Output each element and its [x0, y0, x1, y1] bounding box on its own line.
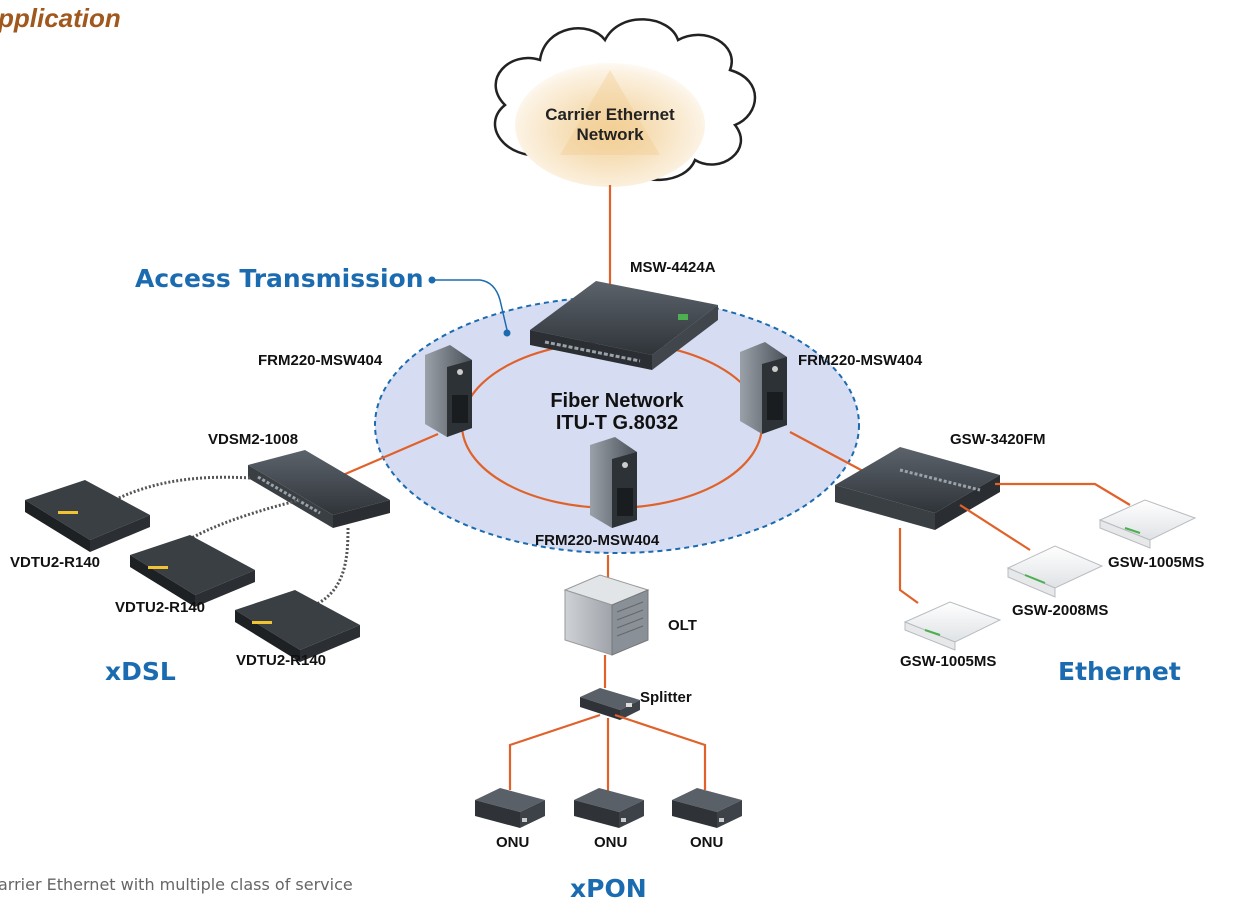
frm-left-label: FRM220-MSW404: [258, 352, 383, 369]
ring-center-line2: ITU-T G.8032: [556, 412, 678, 434]
vdsl-cable-3: [314, 527, 350, 607]
pointer-dot-end: [503, 329, 511, 337]
vdtu-2-label: VDTU2-R140: [115, 599, 205, 616]
ethernet-section-label: Ethernet: [1058, 657, 1181, 686]
onu-device-2: [574, 788, 644, 828]
frm-right-device: [740, 342, 787, 434]
pointer-dot: [428, 276, 436, 284]
gsw-main-switch: [835, 447, 1000, 530]
vdsl-switch: [248, 450, 390, 528]
vdsl-cable-2: [179, 498, 301, 547]
page-title: pplication: [0, 3, 121, 33]
core-switch-label: MSW-4424A: [630, 259, 716, 276]
onu-2-label: ONU: [594, 834, 627, 851]
onu-device-1: [475, 788, 545, 828]
onu-device-3: [672, 788, 742, 828]
link-splitter-onu1: [508, 713, 601, 790]
core-switch: [530, 281, 718, 370]
cloud-title: Carrier Ethernet: [545, 105, 675, 124]
onu-3-label: ONU: [690, 834, 723, 851]
vdsl-cable-1: [104, 475, 251, 507]
xdsl-section-label: xDSL: [105, 657, 176, 686]
frm-bottom-device: [590, 437, 637, 528]
vdsl-switch-label: VDSM2-1008: [208, 431, 298, 448]
frm-right-label: FRM220-MSW404: [798, 352, 923, 369]
link-gsw-b: [959, 504, 1031, 551]
access-transmission-label: Access Transmission: [135, 264, 424, 293]
gsw-c-label: GSW-1005MS: [900, 653, 996, 670]
cloud-subtitle: Network: [576, 125, 644, 144]
gsw-b-device: [1006, 545, 1104, 598]
vdtu-1-label: VDTU2-R140: [10, 554, 100, 571]
gsw-c-device: [903, 601, 1002, 651]
carrier-ethernet-cloud: Carrier Ethernet Network: [493, 18, 757, 187]
splitter-label: Splitter: [640, 689, 692, 706]
olt-device: [563, 574, 650, 656]
vdtu-3-label: VDTU2-R140: [236, 652, 326, 669]
link-gsw-a: [995, 482, 1131, 506]
access-pointer: [432, 279, 508, 331]
frm-bottom-label: FRM220-MSW404: [535, 532, 660, 549]
link-gsw-c: [898, 528, 919, 604]
caption-text: arrier Ethernet with multiple class of s…: [0, 875, 353, 894]
vdtu-modem-2: [130, 535, 255, 607]
splitter-device: [580, 688, 640, 720]
vdtu-modem-3: [235, 590, 360, 662]
gsw-main-label: GSW-3420FM: [950, 431, 1046, 448]
gsw-a-label: GSW-1005MS: [1108, 554, 1204, 571]
onu-1-label: ONU: [496, 834, 529, 851]
link-splitter-onu3: [614, 713, 707, 790]
vdtu-modem-1: [25, 480, 150, 552]
xpon-section-label: xPON: [570, 874, 647, 903]
frm-left-device: [425, 345, 472, 437]
olt-label: OLT: [668, 617, 697, 634]
ring-center-line1: Fiber Network: [550, 390, 684, 412]
gsw-a-device: [1098, 499, 1197, 549]
gsw-b-label: GSW-2008MS: [1012, 602, 1108, 619]
